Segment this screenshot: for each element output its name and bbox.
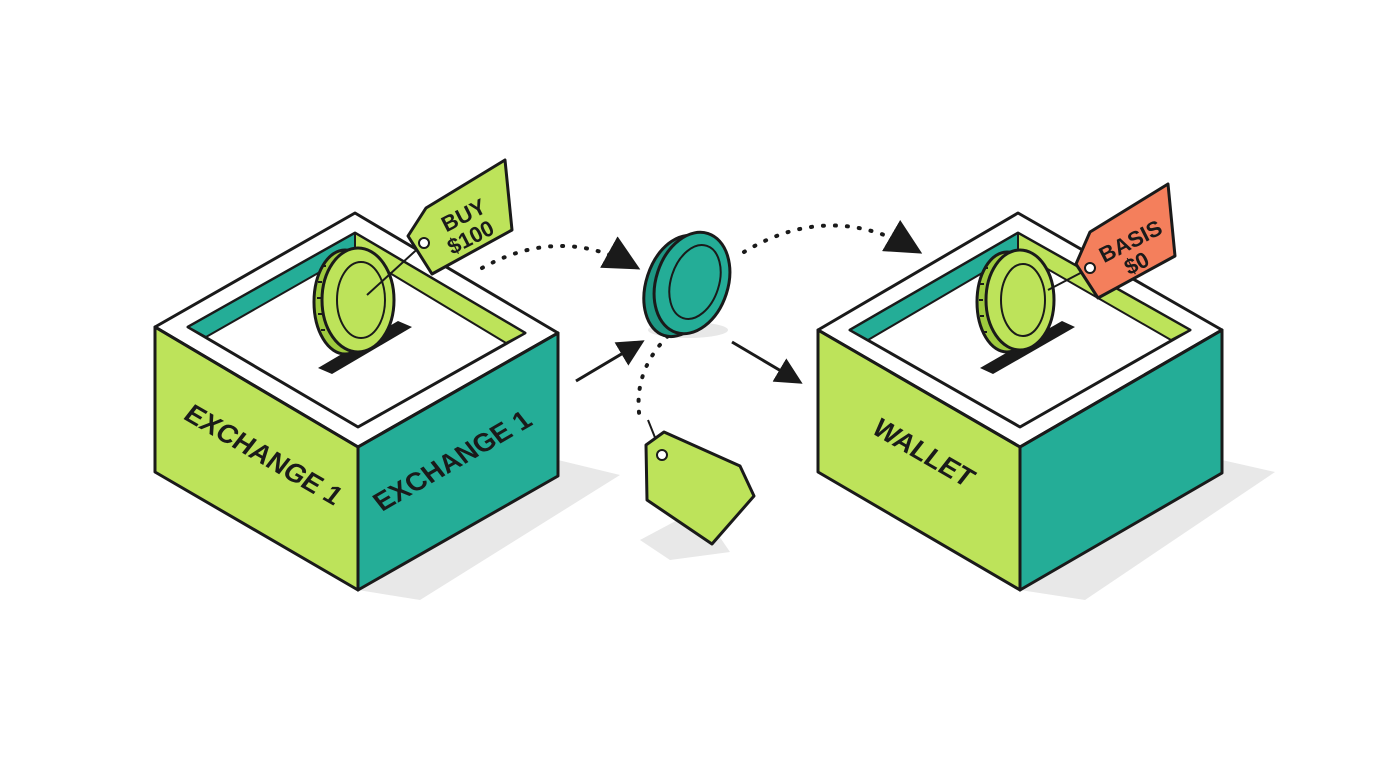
coin-icon [312,246,396,356]
exchange-box-inner-wall-right [354,232,526,344]
dotted-arrow-to-wallet [742,219,923,254]
detached-price-tag-icon [640,419,756,560]
dotted-line-to-tag [636,334,670,422]
basis-price-tag-icon: BASIS $0 [1047,182,1177,300]
wallet-box: WALLET BASIS $0 [816,182,1275,600]
exchange-box: EXCHANGE 1 EXCHANGE 1 BUY $100 [153,158,620,600]
coin-icon [975,248,1056,354]
dotted-arrow-to-coin [480,236,641,270]
buy-price-tag-icon: BUY $100 [366,158,514,296]
exchange-box-shadow [358,460,620,600]
wallet-box-shadow [1020,460,1275,600]
solid-arrow-to-coin [575,340,645,383]
solid-arrow-to-wallet [731,340,803,384]
coin-icon [642,230,732,339]
